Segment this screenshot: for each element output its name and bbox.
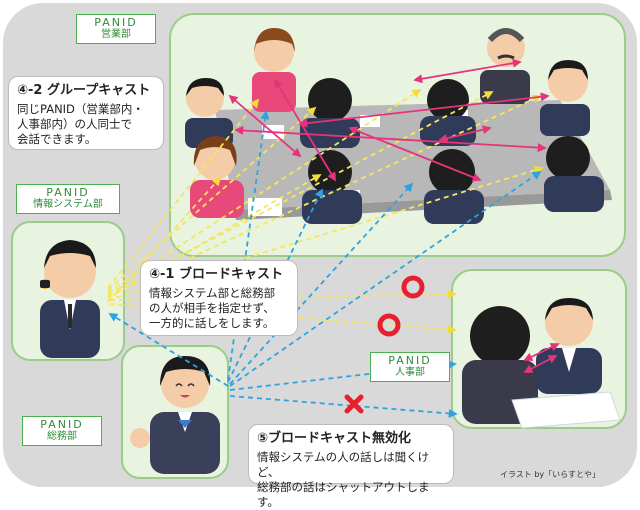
tag-hr: PANID 人事部 [370,352,450,382]
blocked-x-icon [344,394,364,414]
tag-hr-line1: PANID [388,354,432,367]
ok-mark-icon [401,275,425,299]
callout-broadcast: ④-1 ブロードキャスト 情報システム部と総務部 の人が相手を指定せず、 一方的… [140,260,298,336]
illustration-credit: イラスト by「いらすとや」 [499,470,600,479]
sales-man-back-5 [544,136,604,212]
callout-disabled-heading: ⑤ブロードキャスト無効化 [257,431,412,446]
tag-sales: PANID 営業部 [76,14,156,44]
callout-broadcast-body: 情報システム部と総務部 の人が相手を指定せず、 一方的に話しをします。 [149,286,276,330]
callout-disabled-body: 情報システムの人の話しは聞くけど、 総務部の話はシャットアウトします。 [257,450,430,509]
ok-mark-icon [377,313,401,337]
tag-general-line2: 総務部 [47,431,77,442]
tag-sales-line1: PANID [94,16,138,29]
tag-info: PANID 情報システム部 [16,184,120,214]
tag-sales-line2: 営業部 [101,29,131,40]
general-woman [130,356,220,474]
tag-general: PANID 総務部 [22,416,102,446]
info-man-headset [40,240,100,358]
tag-info-line1: PANID [46,186,90,199]
callout-groupcast: ④-2 グループキャスト 同じPANID（営業部内・ 人事部内）の人同士で 会話… [8,76,164,150]
callout-groupcast-body: 同じPANID（営業部内・ 人事部内）の人同士で 会話できます。 [17,102,144,146]
hr-desk [511,391,621,429]
diagram: PANID 営業部 PANID 情報システム部 PANID 人事部 PANID … [3,3,637,509]
sales-woman-left [190,136,244,218]
tag-general-line1: PANID [40,418,84,431]
pink-arrows [228,58,560,373]
callout-broadcast-disabled: ⑤ブロードキャスト無効化 情報システムの人の話しは聞くけど、 総務部の話はシャッ… [248,424,454,509]
tag-info-line2: 情報システム部 [33,199,103,210]
callout-groupcast-heading: ④-2 グループキャスト [17,83,151,98]
tag-hr-line2: 人事部 [395,367,425,378]
sales-man-right [540,60,590,136]
callout-broadcast-heading: ④-1 ブロードキャスト [149,267,283,282]
